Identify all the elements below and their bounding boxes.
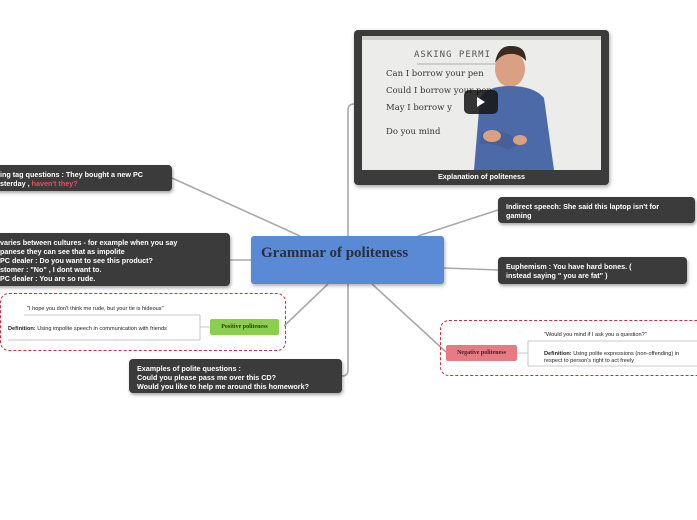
board-line-3: May I borrow y <box>386 103 452 113</box>
negative-definition: Definition: Using polite expressions (no… <box>544 351 697 365</box>
node-indirect-speech[interactable]: Indirect speech: She said this laptop is… <box>498 197 695 223</box>
indirect-line-1: Indirect speech: She said this laptop is… <box>506 202 687 211</box>
board-title: ASKING PERMI <box>414 50 491 60</box>
examples-line-3: Would you like to help me around this ho… <box>137 382 334 391</box>
node-euphemism[interactable]: Euphemism : You have hard bones. ( inste… <box>498 257 687 284</box>
examples-line-2: Could you please pass me over this CD? <box>137 373 334 382</box>
positive-definition: Definition: Using impolite speech in com… <box>8 326 188 333</box>
link-tag-questions <box>172 178 300 236</box>
euphemism-line-1: Euphemism : You have hard bones. ( <box>506 262 679 271</box>
central-title: Grammar of politeness <box>261 245 408 261</box>
cultures-line-3: PC dealer : Do you want to see this prod… <box>0 256 222 265</box>
cultures-line-1: varies between cultures - for example wh… <box>0 238 222 247</box>
node-tag-questions[interactable]: ing tag questions : They bought a new PC… <box>0 165 172 191</box>
tag-questions-highlight: haven't they? <box>32 179 78 188</box>
examples-line-1: Examples of polite questions : <box>137 364 334 373</box>
video-caption: Explanation of politeness <box>354 172 609 181</box>
tag-questions-line1: ing tag questions : They bought a new PC <box>0 170 164 179</box>
positive-example: "I hope you don't think me rude, but you… <box>27 306 164 313</box>
cultures-line-4: stomer : "No" , I dont want to. <box>0 265 222 274</box>
node-examples[interactable]: Examples of polite questions : Could you… <box>129 359 342 393</box>
link-positive <box>284 284 328 326</box>
tag-questions-line2: sterday , haven't they? <box>0 179 164 188</box>
link-indirect <box>418 210 498 236</box>
euphemism-line-2: instead saying " you are fat" ) <box>506 271 679 280</box>
video-thumbnail[interactable]: ASKING PERMI Can I borrow your pen Could… <box>362 36 601 170</box>
positive-definition-text: Using impolite speech in communication w… <box>36 326 167 332</box>
link-negative <box>372 284 446 352</box>
link-examples <box>342 284 348 376</box>
central-topic[interactable]: Grammar of politeness <box>251 236 444 284</box>
positive-definition-label: Definition: <box>8 326 36 332</box>
negative-example: "Would you mind if I ask you a question?… <box>544 332 647 339</box>
indirect-line-2: gaming <box>506 211 687 220</box>
board-line-4: Do you mind <box>386 127 440 137</box>
cultures-line-2: panese they can see that as impolite <box>0 247 222 256</box>
board-line-1: Can I borrow your pen <box>386 69 484 79</box>
play-icon <box>477 97 485 107</box>
tag-questions-line2-prefix: sterday , <box>0 179 32 188</box>
negative-politeness-node[interactable]: Negative politeness <box>446 345 517 361</box>
node-cultures[interactable]: varies between cultures - for example wh… <box>0 233 230 286</box>
cultures-line-5: PC dealer : You are so rude. <box>0 274 222 283</box>
negative-definition-label: Definition: <box>544 351 572 357</box>
play-button[interactable] <box>464 90 498 114</box>
positive-politeness-node[interactable]: Positive politeness <box>210 319 279 335</box>
presenter-hands <box>483 130 501 142</box>
link-euphemism <box>444 268 498 270</box>
